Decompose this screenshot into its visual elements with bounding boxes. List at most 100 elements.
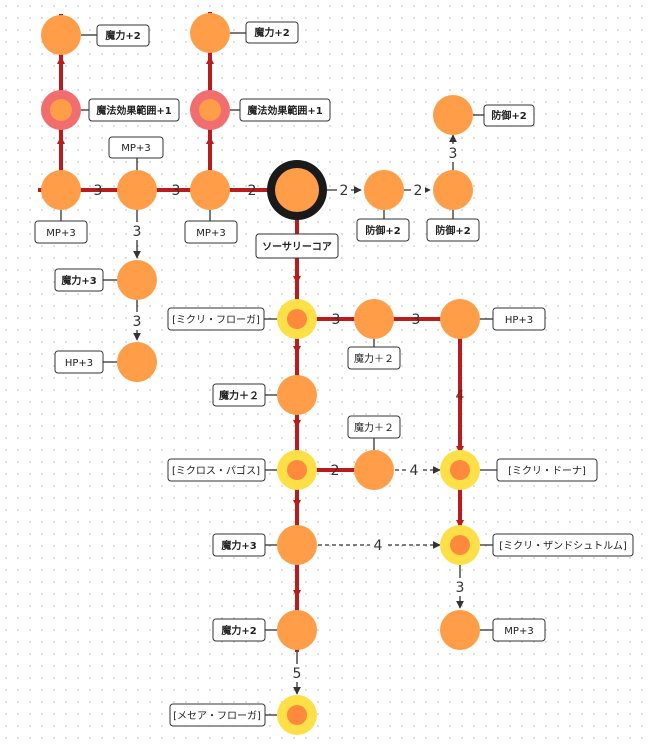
cost-pagos-right: 2 — [331, 463, 340, 479]
label-dona[interactable]: [ミクリ・ドーナ] — [496, 458, 598, 482]
label-mesea[interactable]: [メセア・フローガ] — [169, 703, 266, 727]
cost-bottom-down: 5 — [293, 666, 302, 682]
label-magic2-a[interactable]: 魔力+2 — [96, 24, 150, 47]
node-mp3-bottom[interactable] — [440, 610, 480, 650]
node-magic2-bottom[interactable] — [277, 610, 317, 650]
cost-bg-2 — [411, 181, 425, 199]
node-fraga-core — [287, 309, 307, 329]
node-def2-top[interactable] — [433, 95, 473, 135]
path-arrowhead-4 — [206, 136, 214, 144]
cost-bg-5 — [130, 312, 144, 330]
node-magic2-spine[interactable] — [277, 375, 317, 415]
label-range-a-text: 魔法効果範囲+1 — [96, 104, 171, 117]
node-sand-core — [450, 535, 470, 555]
path-arrowhead-11 — [456, 520, 464, 528]
node-mp3-left[interactable] — [41, 170, 81, 210]
node-magic2-right[interactable] — [354, 299, 394, 339]
label-mesea-text: [メセア・フローガ] — [173, 710, 261, 722]
label-magic3-left[interactable]: 魔力+3 — [54, 268, 104, 292]
label-magic2-a-text: 魔力+2 — [105, 29, 140, 42]
label-fraga-text: [ミクリ・フローガ] — [172, 314, 260, 326]
label-mp3-mid[interactable]: MP+3 — [184, 220, 238, 244]
label-magic2-spine-text: 魔力＋２ — [219, 389, 259, 402]
label-magic2-right[interactable]: 魔力＋２ — [347, 346, 401, 370]
cost-bg-4 — [130, 222, 144, 240]
cost-def-right: 2 — [414, 183, 423, 199]
label-magic2-b[interactable]: 魔力+2 — [245, 21, 299, 44]
node-pagos-core — [287, 460, 307, 480]
label-range-a[interactable]: 魔法効果範囲+1 — [88, 98, 180, 122]
path-arrowhead-5 — [293, 276, 301, 284]
label-def2-b[interactable]: 防御+2 — [426, 218, 480, 242]
cost-mid-left: 3 — [172, 183, 181, 199]
label-pagos[interactable]: [ミクロス・パゴス] — [167, 458, 266, 482]
node-magic2-above[interactable] — [354, 450, 394, 490]
label-magic2-right-text: 魔力＋２ — [354, 352, 394, 365]
path-arrowhead-1 — [57, 56, 65, 64]
cost-left-left: 3 — [94, 183, 103, 199]
label-def2-a[interactable]: 防御+2 — [356, 218, 410, 242]
node-magic2-b[interactable] — [190, 13, 230, 53]
cost-bg-3 — [446, 144, 460, 162]
label-magic2-spine[interactable]: 魔力＋２ — [212, 383, 266, 407]
label-fraga[interactable]: [ミクリ・フローガ] — [167, 307, 265, 331]
node-dona-core — [450, 460, 470, 480]
cost-sand-down: 3 — [456, 580, 465, 596]
nodes — [41, 13, 480, 735]
label-def2-a-text: 防御+2 — [365, 224, 400, 237]
label-magic2-bottom-text: 魔力+2 — [221, 624, 256, 637]
label-magic2-b-text: 魔力+2 — [254, 26, 289, 39]
label-core[interactable]: ソーサリーコア — [255, 233, 339, 259]
label-magic3-left-text: 魔力+3 — [61, 274, 96, 287]
label-mp3-bottom-text: MP+3 — [504, 626, 533, 637]
label-def2-top-text: 防御+2 — [491, 109, 526, 122]
label-range-b-text: 魔法効果範囲+1 — [247, 104, 322, 117]
label-boxes: 魔力+2 魔法効果範囲+1 魔力+2 魔法効果範囲+1 防御+2 MP+3 MP… — [34, 21, 634, 727]
label-hp3-right-text: HP+3 — [505, 315, 533, 326]
cost-dashed-dona: 4 — [410, 463, 419, 479]
path-arrowhead-3 — [57, 136, 65, 144]
label-magic3-spine[interactable]: 魔力+3 — [212, 533, 266, 557]
node-mesea-core — [287, 705, 307, 725]
node-hp3-left[interactable] — [117, 342, 157, 382]
cost-core-right: 2 — [340, 183, 349, 199]
cost-bg-9 — [290, 664, 304, 682]
label-core-text: ソーサリーコア — [262, 241, 332, 253]
node-def2-a[interactable] — [364, 170, 404, 210]
label-pagos-text: [ミクロス・パゴス] — [172, 464, 260, 477]
node-magic3-left[interactable] — [117, 260, 157, 300]
cost-fraga-right: 3 — [332, 312, 341, 328]
node-core[interactable] — [275, 168, 319, 212]
label-hp3-left-text: HP+3 — [65, 358, 93, 369]
label-def2-b-text: 防御+2 — [435, 224, 470, 237]
cost-hp-down: 4 — [456, 388, 465, 404]
label-def2-top[interactable]: 防御+2 — [483, 104, 535, 127]
label-mp3-left[interactable]: MP+3 — [34, 220, 88, 244]
cost-mp-down: 3 — [133, 224, 142, 240]
node-mp3-right[interactable] — [190, 170, 230, 210]
label-magic2-bottom[interactable]: 魔力+2 — [212, 618, 266, 642]
node-range-a-core — [50, 99, 72, 121]
label-mp3-left-text: MP+3 — [46, 228, 75, 239]
label-sandstorm[interactable]: [ミクリ・ザンドシュトルム] — [492, 533, 634, 557]
label-mp3-bottom[interactable]: MP+3 — [492, 618, 546, 642]
label-hp3-right[interactable]: HP+3 — [492, 307, 546, 331]
label-mp3-top[interactable]: MP+3 — [108, 136, 164, 159]
node-magic2-a[interactable] — [41, 15, 81, 55]
label-magic2-above[interactable]: 魔力＋２ — [347, 415, 401, 439]
label-hp3-left[interactable]: HP+3 — [54, 350, 104, 374]
node-mp3-mid[interactable] — [117, 170, 157, 210]
cost-dashed-sand: 4 — [374, 538, 383, 554]
node-def2-b[interactable] — [433, 170, 473, 210]
path-arrowhead-9 — [293, 590, 301, 598]
label-range-b[interactable]: 魔法効果範囲+1 — [239, 98, 331, 122]
node-magic3-spine[interactable] — [277, 525, 317, 565]
label-mp3-mid-text: MP+3 — [196, 228, 225, 239]
label-magic3-spine-text: 魔力+3 — [221, 539, 256, 552]
node-hp3-right[interactable] — [440, 299, 480, 339]
cost-magic3-down: 3 — [133, 314, 142, 330]
path-arrowhead-8 — [293, 500, 301, 508]
cost-bg-1 — [337, 181, 351, 199]
